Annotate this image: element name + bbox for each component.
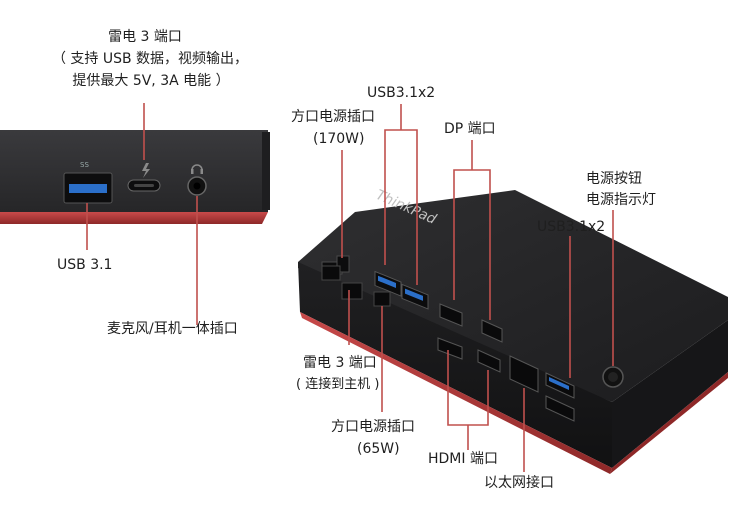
- usb31-port-2: [401, 283, 429, 310]
- usb31-port-3: [545, 372, 575, 399]
- tb3-desc-line2: 提供最大 5V, 3A 电能 ）: [72, 73, 230, 89]
- front-red-strip: [0, 212, 268, 224]
- dock-right-face: [612, 320, 728, 468]
- usb-ss-mark: SS: [80, 161, 89, 169]
- ethernet-port-shape: [509, 355, 539, 393]
- tb3-title: 雷电 3 端口: [108, 29, 182, 45]
- power-170w-port: [321, 265, 341, 281]
- usb-port: SS: [63, 161, 113, 204]
- audio-jack: [187, 176, 207, 196]
- audio-jack-label: 麦克风/耳机一体插口: [107, 321, 238, 337]
- power-170w-label: 方口电源插口: [291, 109, 375, 125]
- usb31x2-right-label: USB3.1x2: [537, 219, 606, 235]
- dock-rear-red-strip: [300, 312, 612, 474]
- ethernet-label: 以太网接口: [484, 475, 554, 491]
- dock-right-red-strip: [610, 372, 728, 474]
- hdmi-ports-label: HDMI 端口: [428, 451, 498, 467]
- power-button-label: 电源按钮: [586, 171, 642, 187]
- thunderbolt-port: [127, 179, 161, 192]
- power-indicator-label: 电源指示灯: [586, 192, 656, 208]
- power-65w-port: [341, 282, 391, 307]
- dp-port-2: [481, 319, 503, 343]
- power-65w-label: 方口电源插口: [331, 419, 415, 435]
- dp-port-1: [439, 303, 463, 327]
- rear-leader-lines: [341, 104, 614, 472]
- power-button[interactable]: [602, 366, 624, 388]
- usb31x2-top-label: USB3.1x2: [367, 85, 436, 101]
- hdmi-port-1: [437, 337, 463, 360]
- front-edge: [262, 132, 270, 210]
- usb31-label: USB 3.1: [57, 257, 113, 273]
- usb31-port-1: [374, 270, 402, 297]
- front-face: [0, 130, 268, 212]
- dock-top-face: [298, 190, 728, 402]
- front-leader-lines: [86, 103, 198, 325]
- dp-ports-label: DP 端口: [444, 121, 496, 137]
- power-170w-value: (170W): [313, 131, 365, 147]
- tb3-host-label: 雷电 3 端口: [303, 355, 377, 371]
- thunderbolt-icon: [142, 163, 150, 178]
- usb31-port-4: [545, 395, 575, 422]
- tb3-desc-line1: （ 支持 USB 数据，视频输出，: [51, 51, 249, 67]
- hdmi-port-2: [477, 349, 501, 373]
- power-65w-value: (65W): [357, 441, 400, 457]
- front-dock: SS: [0, 103, 270, 325]
- headset-icon: [191, 164, 203, 174]
- rear-dock: ThinkPad: [298, 104, 728, 474]
- dock-rear-face: [298, 262, 612, 468]
- tb3-host-desc: ( 连接到主机 ): [296, 377, 380, 392]
